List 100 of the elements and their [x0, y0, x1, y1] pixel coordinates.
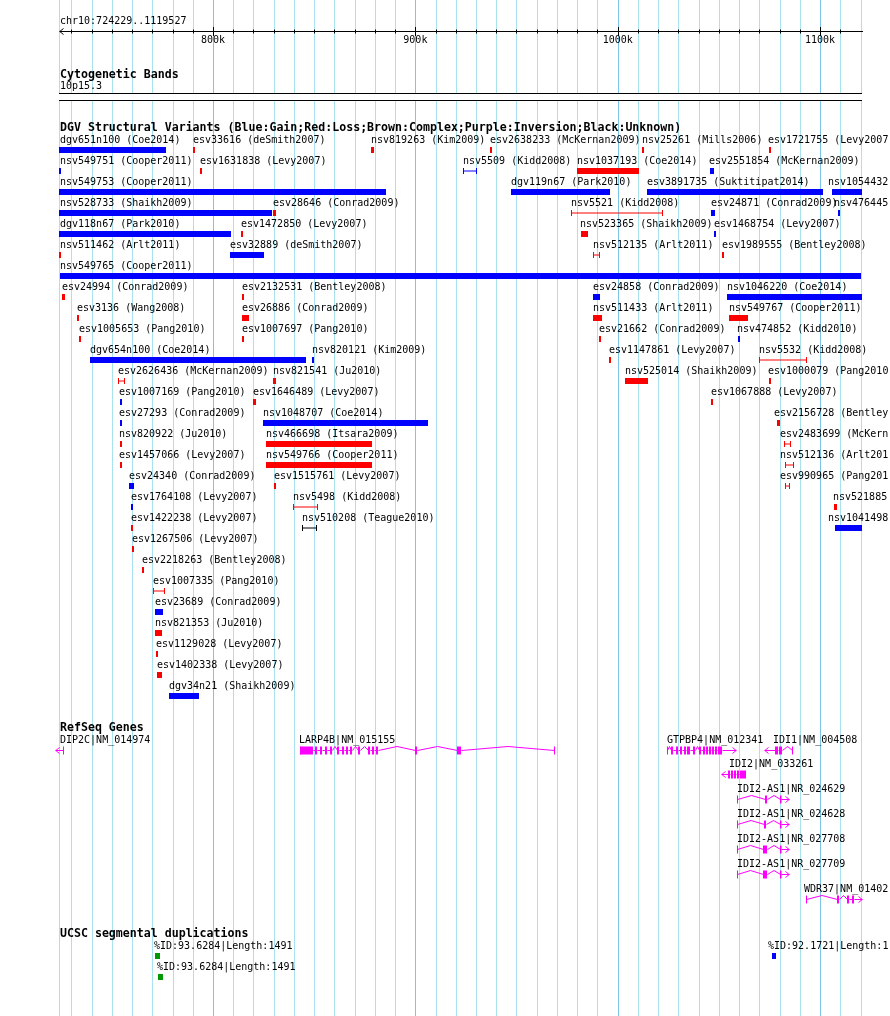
variant-label: esv3891735 (Suktitipat2014) [647, 176, 810, 188]
variant-label: nsv466698 (Itsara2009) [266, 428, 399, 440]
gene-label: IDI1|NM_004508 [773, 734, 858, 746]
variant-label: esv2218263 (Bentley2008) [142, 554, 287, 566]
variant-label: esv2483699 (McKern [780, 428, 889, 440]
variant-label: esv2626436 (McKernan2009) [118, 365, 269, 377]
variant-label: nsv821353 (Ju2010) [155, 617, 264, 629]
variant-label: esv1457066 (Levy2007) [119, 449, 246, 461]
duplication-label: %ID:93.6284|Length:1491 [154, 940, 293, 952]
gene-label: IDI2-AS1|NR_027708 [737, 833, 846, 845]
variant-label: esv2132531 (Bentley2008) [242, 281, 387, 293]
variant-label: nsv5532 (Kidd2008) [759, 344, 868, 356]
variant-label: nsv821541 (Ju2010) [273, 365, 382, 377]
variant-label: nsv1048707 (Coe2014) [263, 407, 384, 419]
variant-label: esv1147861 (Levy2007) [609, 344, 736, 356]
variant-label: esv1721755 (Levy2007 [768, 134, 889, 146]
track-heading: DGV Structural Variants (Blue:Gain;Red:Loss;Brown:Complex;Purple:Inversion;Black:Unknown) [60, 120, 682, 134]
variant-label: esv1402338 (Levy2007) [157, 659, 284, 671]
variant-label: esv26886 (Conrad2009) [242, 302, 369, 314]
variant-label: esv1989555 (Bentley2008) [722, 239, 867, 251]
variant-label: esv2638233 (McKernan2009) [490, 134, 641, 146]
variant-label: esv24340 (Conrad2009) [129, 470, 256, 482]
track-heading: RefSeq Genes [60, 720, 144, 734]
gene-label: IDI2-AS1|NR_027709 [737, 858, 846, 870]
variant-label: esv1472850 (Levy2007) [241, 218, 368, 230]
variant-label: esv1007335 (Pang2010) [153, 575, 280, 587]
variant-label: nsv1054432 [828, 176, 889, 188]
variant-label: esv1007169 (Pang2010) [119, 386, 246, 398]
variant-label: esv33616 (deSmith2007) [193, 134, 326, 146]
variant-label: nsv1046220 (Coe2014) [727, 281, 848, 293]
gene-label: DIP2C|NM_014974 [60, 734, 151, 746]
variant-label: nsv1037193 (Coe2014) [577, 155, 698, 167]
variant-label: esv24994 (Conrad2009) [62, 281, 189, 293]
gene-label: WDR37|NM_01402 [804, 883, 889, 895]
variant-label: nsv549753 (Cooper2011) [60, 176, 193, 188]
variant-label: esv27293 (Conrad2009) [119, 407, 246, 419]
variant-label: esv1422238 (Levy2007) [131, 512, 258, 524]
gene-label: LARP4B|NM_015155 [299, 734, 396, 746]
variant-label: esv32889 (deSmith2007) [230, 239, 363, 251]
region-title: chr10:724229..1119527 [60, 15, 187, 27]
variant-label: esv1007697 (Pang2010) [242, 323, 369, 335]
variant-label: nsv5509 (Kidd2008) [463, 155, 572, 167]
variant-label: nsv1041498 [828, 512, 889, 524]
tick-label: 800k [201, 34, 226, 46]
variant-label: nsv549765 (Cooper2011) [60, 260, 193, 272]
variant-label: nsv820922 (Ju2010) [119, 428, 228, 440]
variant-label: esv24858 (Conrad2009) [593, 281, 720, 293]
variant-label: nsv549751 (Cooper2011) [60, 155, 193, 167]
variant-label: nsv819263 (Kim2009) [371, 134, 486, 146]
variant-label: dgv654n100 (Coe2014) [90, 344, 211, 356]
variant-label: nsv820121 (Kim2009) [312, 344, 427, 356]
variant-label: dgv118n67 (Park2010) [60, 218, 181, 230]
variant-label: esv1067888 (Levy2007) [711, 386, 838, 398]
variant-label: nsv528733 (Shaikh2009) [60, 197, 193, 209]
variant-label: esv1631838 (Levy2007) [200, 155, 327, 167]
variant-label: nsv476445 [834, 197, 889, 209]
variant-label: nsv510208 (Teague2010) [302, 512, 435, 524]
variant-label: esv1129028 (Levy2007) [156, 638, 283, 650]
variant-label: esv990965 (Pang201 [780, 470, 889, 482]
variant-label: esv1646489 (Levy2007) [253, 386, 380, 398]
variant-label: dgv34n21 (Shaikh2009) [169, 680, 296, 692]
tick-label: 1100k [805, 34, 836, 46]
variant-label: esv1000079 (Pang2010 [768, 365, 889, 377]
variant-label: nsv474852 (Kidd2010) [737, 323, 858, 335]
variant-label: nsv25261 (Mills2006) [642, 134, 763, 146]
variant-label: nsv523365 (Shaikh2009) [580, 218, 713, 230]
track-heading: UCSC segmental duplications [60, 926, 249, 940]
gene-label: IDI2|NM_033261 [729, 758, 814, 770]
variant-label: esv2156728 (Bentley [774, 407, 889, 419]
track-heading: Cytogenetic Bands [60, 67, 179, 81]
variant-label: esv21662 (Conrad2009) [599, 323, 726, 335]
variant-label: nsv511433 (Arlt2011) [593, 302, 714, 314]
variant-label: esv1764108 (Levy2007) [131, 491, 258, 503]
variant-label: esv1515761 (Levy2007) [274, 470, 401, 482]
variant-label: esv28646 (Conrad2009) [273, 197, 400, 209]
gene-label: IDI2-AS1|NR_024629 [737, 783, 846, 795]
variant-label: dgv119n67 (Park2010) [511, 176, 632, 188]
duplication-label: %ID:92.1721|Length:1 [768, 940, 889, 952]
variant-label: esv2551854 (McKernan2009) [709, 155, 860, 167]
duplication-label: %ID:93.6284|Length:1491 [157, 961, 296, 973]
variant-label: esv1005653 (Pang2010) [79, 323, 206, 335]
variant-label: nsv549766 (Cooper2011) [266, 449, 399, 461]
variant-label: esv1267506 (Levy2007) [132, 533, 259, 545]
variant-label: nsv512136 (Arlt201 [780, 449, 889, 461]
band-label: 10p15.3 [60, 80, 103, 92]
variant-label: nsv512135 (Arlt2011) [593, 239, 714, 251]
variant-label: esv23689 (Conrad2009) [155, 596, 282, 608]
variant-label: nsv5498 (Kidd2008) [293, 491, 402, 503]
variant-label: nsv511462 (Arlt2011) [60, 239, 181, 251]
tick-label: 900k [403, 34, 428, 46]
tick-label: 1000k [602, 34, 633, 46]
variant-label: esv3136 (Wang2008) [77, 302, 186, 314]
variant-label: dgv651n100 (Coe2014) [60, 134, 181, 146]
gene-label: IDI2-AS1|NR_024628 [737, 808, 846, 820]
gene-label: GTPBP4|NM_012341 [667, 734, 764, 746]
variant-label: nsv521885 [833, 491, 888, 503]
variant-label: nsv5521 (Kidd2008) [571, 197, 680, 209]
variant-label: nsv525014 (Shaikh2009) [625, 365, 758, 377]
variant-label: nsv549767 (Cooper2011) [729, 302, 862, 314]
variant-label: esv1468754 (Levy2007) [714, 218, 841, 230]
